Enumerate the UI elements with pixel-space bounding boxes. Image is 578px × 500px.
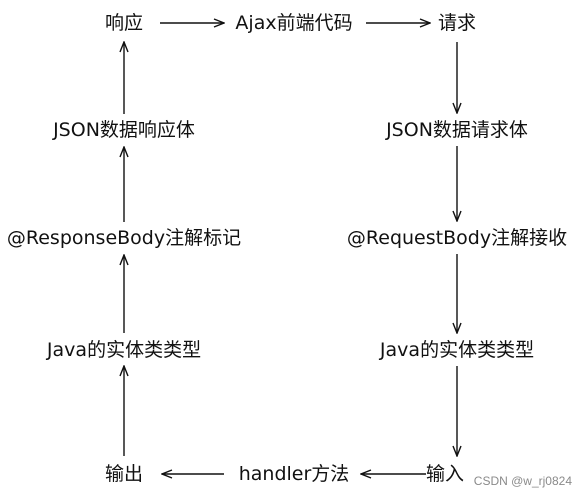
node-java-entity-right: Java的实体类类型: [379, 339, 535, 361]
node-request: 请求: [437, 12, 477, 34]
watermark-text: CSDN @w_rj0824: [473, 474, 572, 488]
node-request-body-annotation: @RequestBody注解接收: [346, 227, 568, 249]
node-response: 响应: [104, 12, 144, 34]
node-ajax-code: Ajax前端代码: [235, 12, 353, 34]
node-response-body-annotation: @ResponseBody注解标记: [6, 227, 242, 249]
node-json-request-body: JSON数据请求体: [386, 119, 528, 141]
node-input: 输入: [425, 463, 465, 485]
node-json-response-body: JSON数据响应体: [53, 119, 195, 141]
node-handler-method: handler方法: [238, 463, 350, 485]
node-output: 输出: [104, 463, 144, 485]
node-java-entity-left: Java的实体类类型: [46, 339, 202, 361]
